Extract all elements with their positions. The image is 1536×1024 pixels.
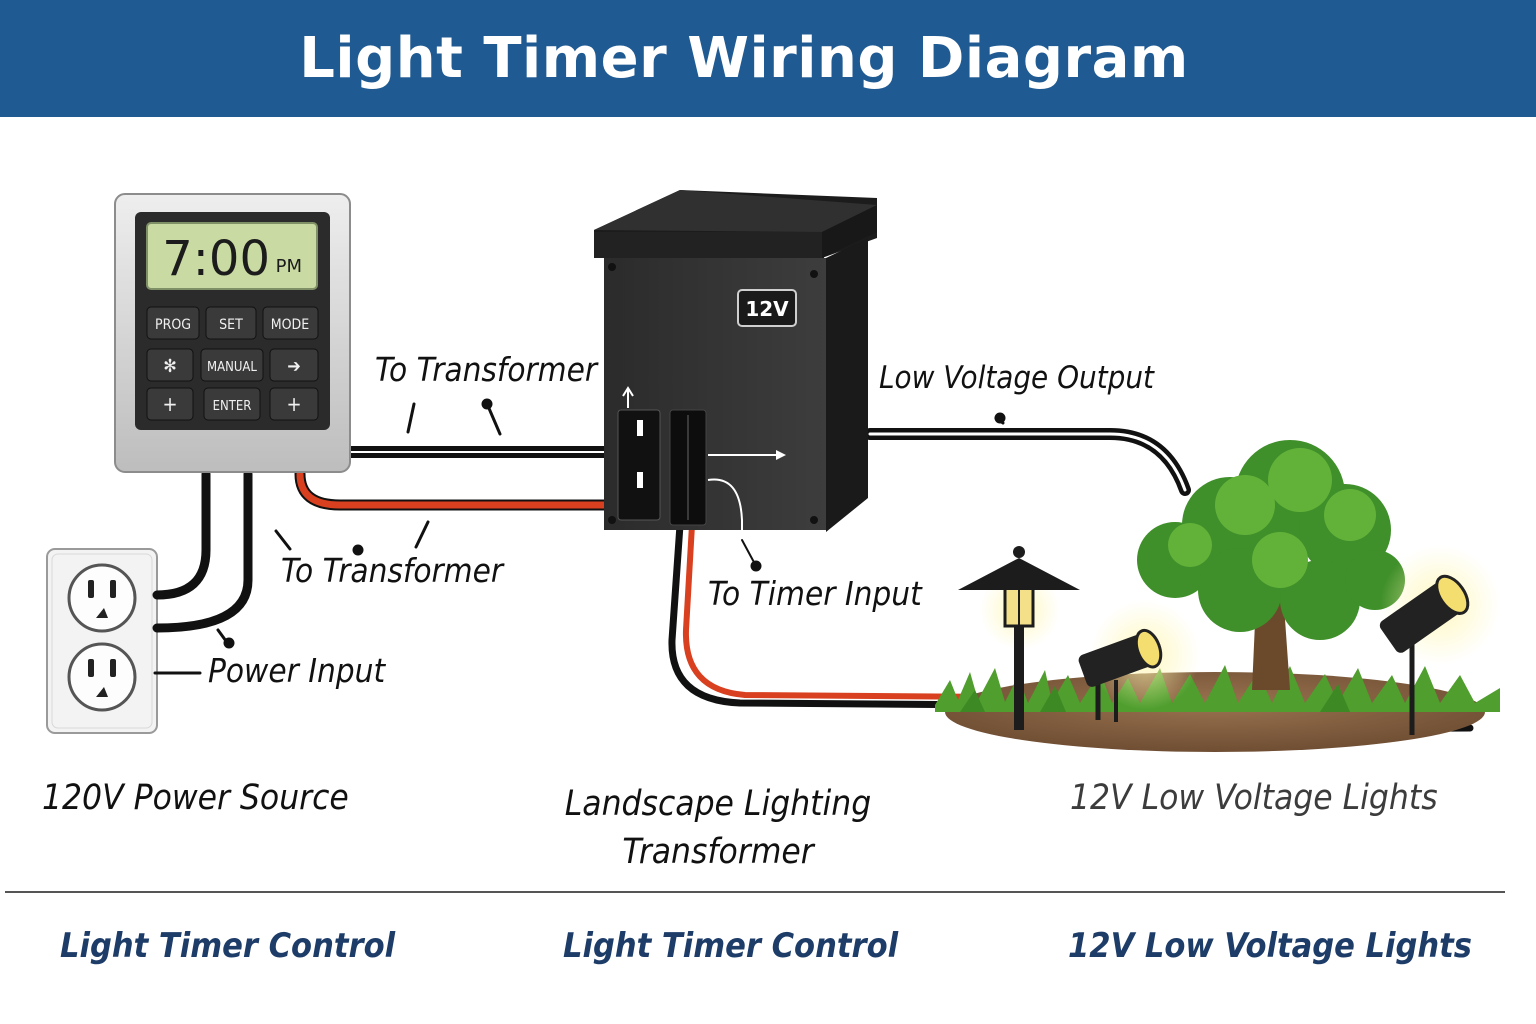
power-cables: [152, 469, 253, 675]
snowflake-icon: ✻: [163, 356, 177, 377]
page-title: Light Timer Wiring Diagram: [299, 26, 1189, 91]
svg-text:SET: SET: [219, 317, 243, 333]
set-button[interactable]: SET: [205, 306, 257, 340]
ground-grass: [935, 665, 1500, 712]
timer-to-transformer-cables: [294, 446, 661, 511]
svg-text:MANUAL: MANUAL: [207, 360, 257, 375]
manual-button[interactable]: MANUAL: [200, 348, 264, 382]
mode-button[interactable]: MODE: [262, 306, 319, 340]
plus-icon: +: [162, 392, 177, 416]
transformer-caption: Landscape Lighting Transformer: [560, 780, 876, 876]
timer-device: 7:00 PM PROG SET MODE ✻ MANUAL ➔ +: [114, 193, 351, 473]
landscape-scene: [935, 440, 1500, 752]
low-voltage-output-label: Low Voltage Output: [879, 360, 1154, 396]
outlet-socket-bottom: [67, 642, 137, 712]
svg-text:ENTER: ENTER: [213, 399, 252, 414]
footer-label-right: 12V Low Voltage Lights: [1068, 926, 1473, 966]
plus-icon: +: [286, 392, 301, 416]
spot-light-right: [1379, 574, 1470, 735]
transformer-caption-line2: Transformer: [622, 832, 814, 872]
lights-caption: 12V Low Voltage Lights: [1070, 778, 1438, 818]
plus-right-button[interactable]: +: [269, 387, 319, 421]
power-input-label: Power Input: [208, 651, 386, 690]
arrow-button[interactable]: ➔: [269, 348, 319, 382]
transformer-caption-line1: Landscape Lighting: [564, 784, 872, 824]
footer-label-center: Light Timer Control: [563, 926, 899, 966]
wall-outlet: [46, 548, 158, 734]
power-source-caption: 120V Power Source: [42, 778, 349, 818]
footer-divider: [5, 891, 1505, 893]
voltage-badge: 12V: [745, 297, 789, 321]
snowflake-button[interactable]: ✻: [146, 348, 194, 382]
svg-text:PROG: PROG: [155, 317, 191, 333]
to-transformer-label-bottom: To Transformer: [281, 551, 504, 590]
to-timer-input-label: To Timer Input: [708, 574, 922, 613]
tree: [1137, 440, 1405, 690]
lcd-period: PM: [276, 256, 302, 277]
low-voltage-output-cable: [864, 428, 1191, 496]
svg-text:MODE: MODE: [271, 317, 309, 333]
lcd-time: 7:00: [162, 231, 270, 287]
path-light: [958, 546, 1080, 730]
footer-label-left: Light Timer Control: [60, 926, 396, 966]
title-bar: Light Timer Wiring Diagram: [0, 0, 1536, 117]
prog-button[interactable]: PROG: [146, 306, 200, 340]
outlet-socket-top: [67, 563, 137, 633]
enter-button[interactable]: ENTER: [203, 387, 261, 421]
plus-left-button[interactable]: +: [146, 387, 194, 421]
arrow-right-icon: ➔: [287, 356, 301, 377]
spot-light-left: [1078, 628, 1163, 722]
to-transformer-label-top: To Transformer: [375, 350, 598, 389]
label-pointers: [216, 398, 1006, 649]
transformer-box: 12V: [594, 190, 877, 540]
